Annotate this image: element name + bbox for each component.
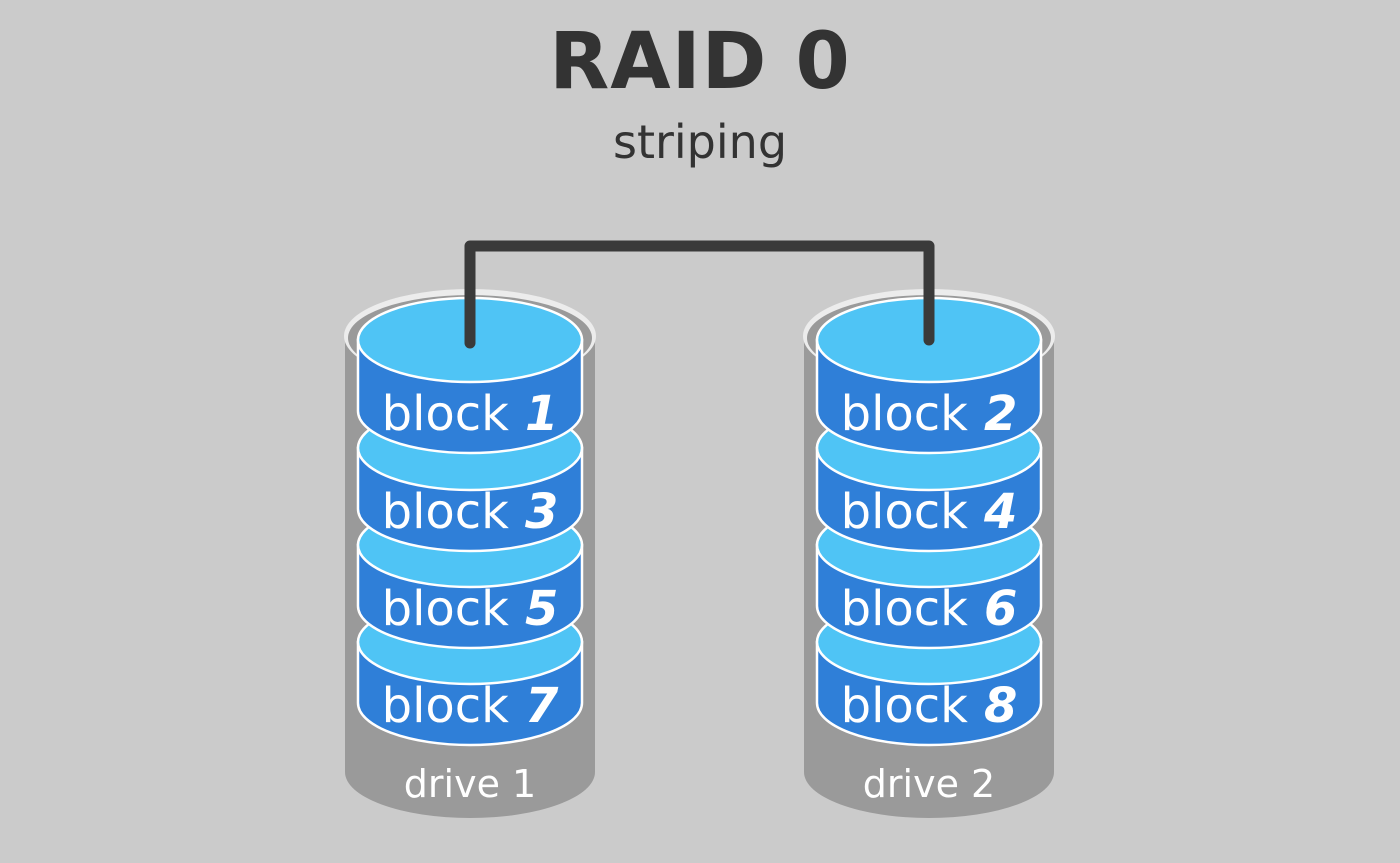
block-word: block <box>382 484 510 540</box>
block-number: 8 <box>984 678 1017 734</box>
block-label: block 6 <box>841 581 1018 637</box>
block-number: 7 <box>525 678 559 734</box>
block-word: block <box>841 678 969 734</box>
block-label: block 2 <box>841 386 1018 442</box>
block-word: block <box>382 678 510 734</box>
block-word: block <box>841 484 969 540</box>
diagram-subtitle: striping <box>613 115 787 169</box>
block-label: block 7 <box>382 678 559 734</box>
block-label: block 5 <box>382 581 559 637</box>
drive-1: block 7 block 5 block 3 block <box>344 289 596 818</box>
block-word: block <box>382 386 510 442</box>
block-number: 1 <box>525 386 558 442</box>
block-word: block <box>841 386 969 442</box>
block-word: block <box>841 581 969 637</box>
block-label: block 1 <box>382 386 559 442</box>
block-number: 2 <box>984 386 1017 442</box>
drive-2-label: drive 2 <box>863 762 995 806</box>
block-label: block 3 <box>382 484 559 540</box>
controller-connector <box>464 240 935 349</box>
block-label: block 4 <box>841 484 1018 540</box>
diagram-title: RAID 0 <box>549 17 851 107</box>
drive-1-label: drive 1 <box>404 762 536 806</box>
block-word: block <box>382 581 510 637</box>
block-number: 4 <box>983 484 1017 540</box>
block-label: block 8 <box>841 678 1018 734</box>
block-number: 6 <box>984 581 1017 637</box>
block-number: 3 <box>525 484 558 540</box>
drive-2: block 8 block 6 block 4 block <box>803 289 1055 818</box>
block-number: 5 <box>525 581 558 637</box>
